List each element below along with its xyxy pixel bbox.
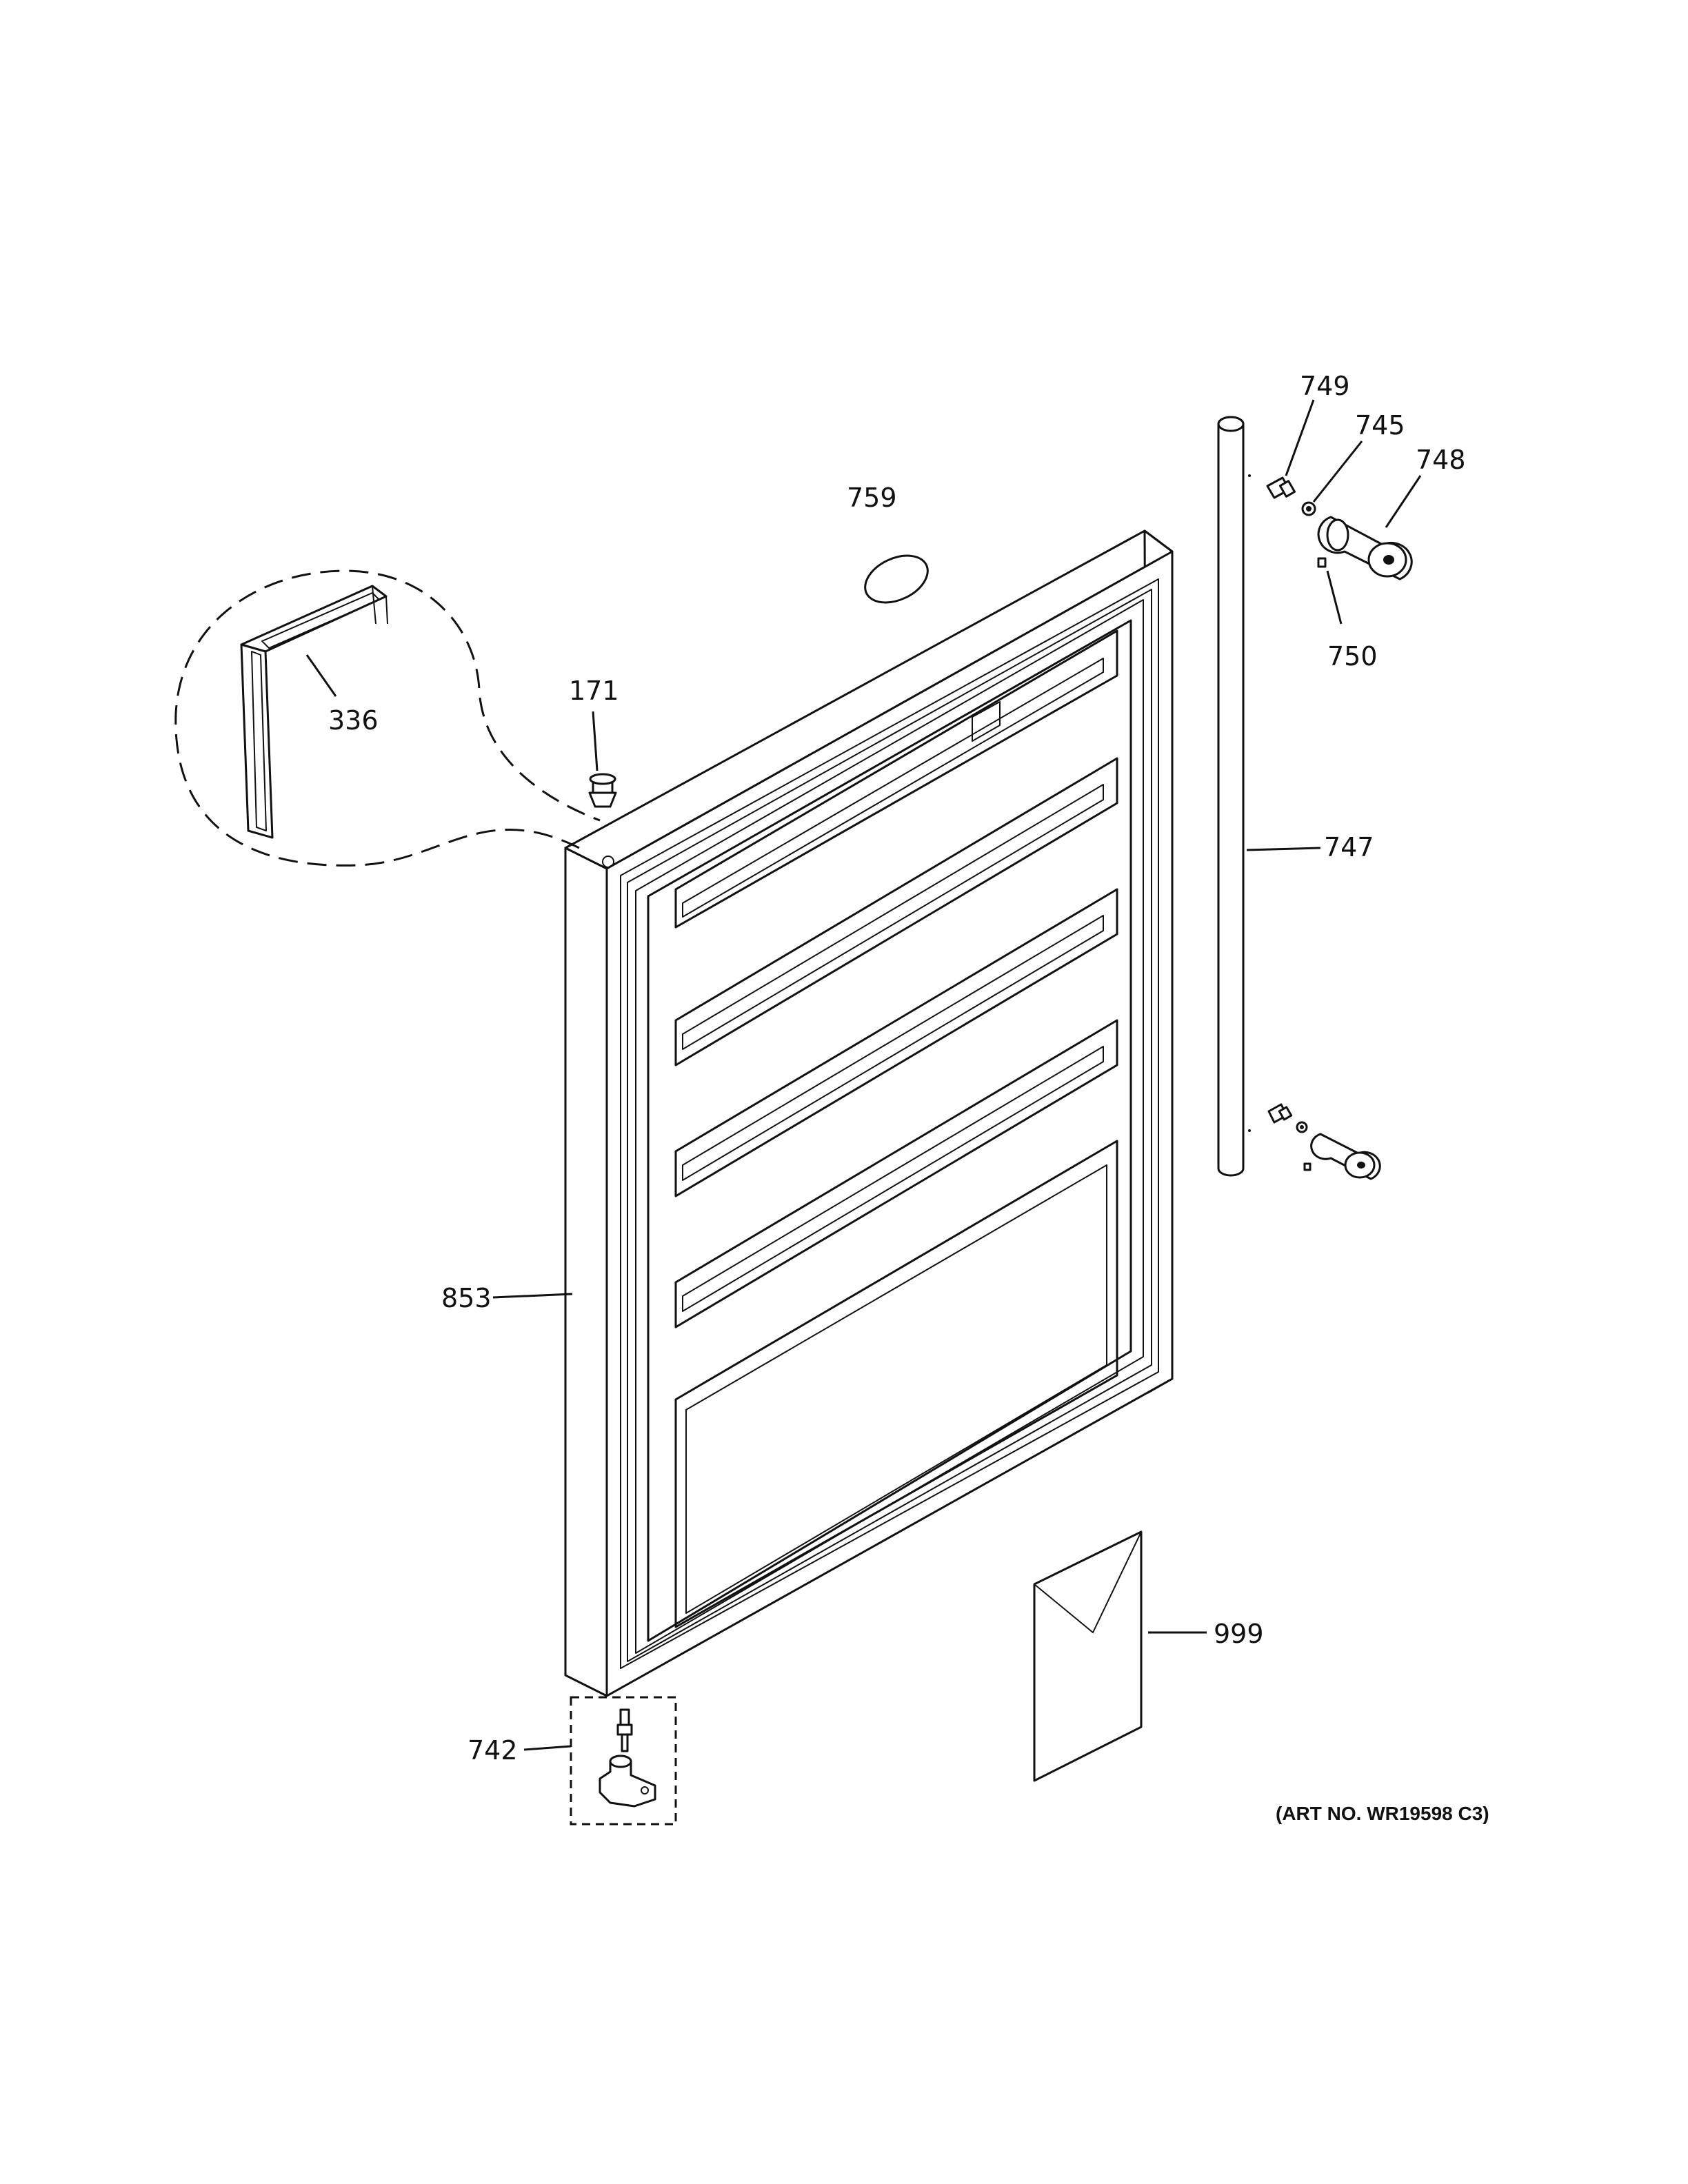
- callout-749: 749: [1300, 371, 1350, 401]
- door-assembly: [564, 529, 1174, 1697]
- callout-171: 171: [569, 676, 619, 706]
- callout-336: 336: [328, 705, 379, 736]
- callout-742: 742: [468, 1735, 518, 1766]
- door-handle: [1217, 416, 1251, 1177]
- leader-lines: [305, 399, 1422, 1751]
- callout-759: 759: [847, 483, 897, 513]
- door-shelf-2: [674, 757, 1118, 1066]
- door-shelf-3: [674, 888, 1118, 1197]
- callout-747: 747: [1324, 832, 1374, 862]
- hinge-kit: [570, 1696, 677, 1826]
- callout-748: 748: [1416, 445, 1466, 475]
- callout-999: 999: [1214, 1619, 1264, 1649]
- door-shelf-4: [674, 1019, 1118, 1328]
- plug-171-shape: [588, 773, 617, 808]
- literature-envelope: [1033, 1530, 1143, 1782]
- art-number: (ART NO. WR19598 C3): [1276, 1803, 1489, 1824]
- gasket-detail-bubble: [174, 569, 601, 867]
- callout-labels: 749 745 748 759 750 171 336 747 853 999 …: [328, 371, 1466, 1766]
- callout-745: 745: [1355, 410, 1405, 441]
- callout-853: 853: [441, 1283, 492, 1313]
- callout-750: 750: [1327, 641, 1378, 671]
- handle-mount-bottom: [1267, 1103, 1381, 1180]
- door-shelf-1: [674, 629, 1118, 929]
- plug-759-shape: [864, 554, 929, 604]
- handle-mount-top: [1266, 476, 1413, 580]
